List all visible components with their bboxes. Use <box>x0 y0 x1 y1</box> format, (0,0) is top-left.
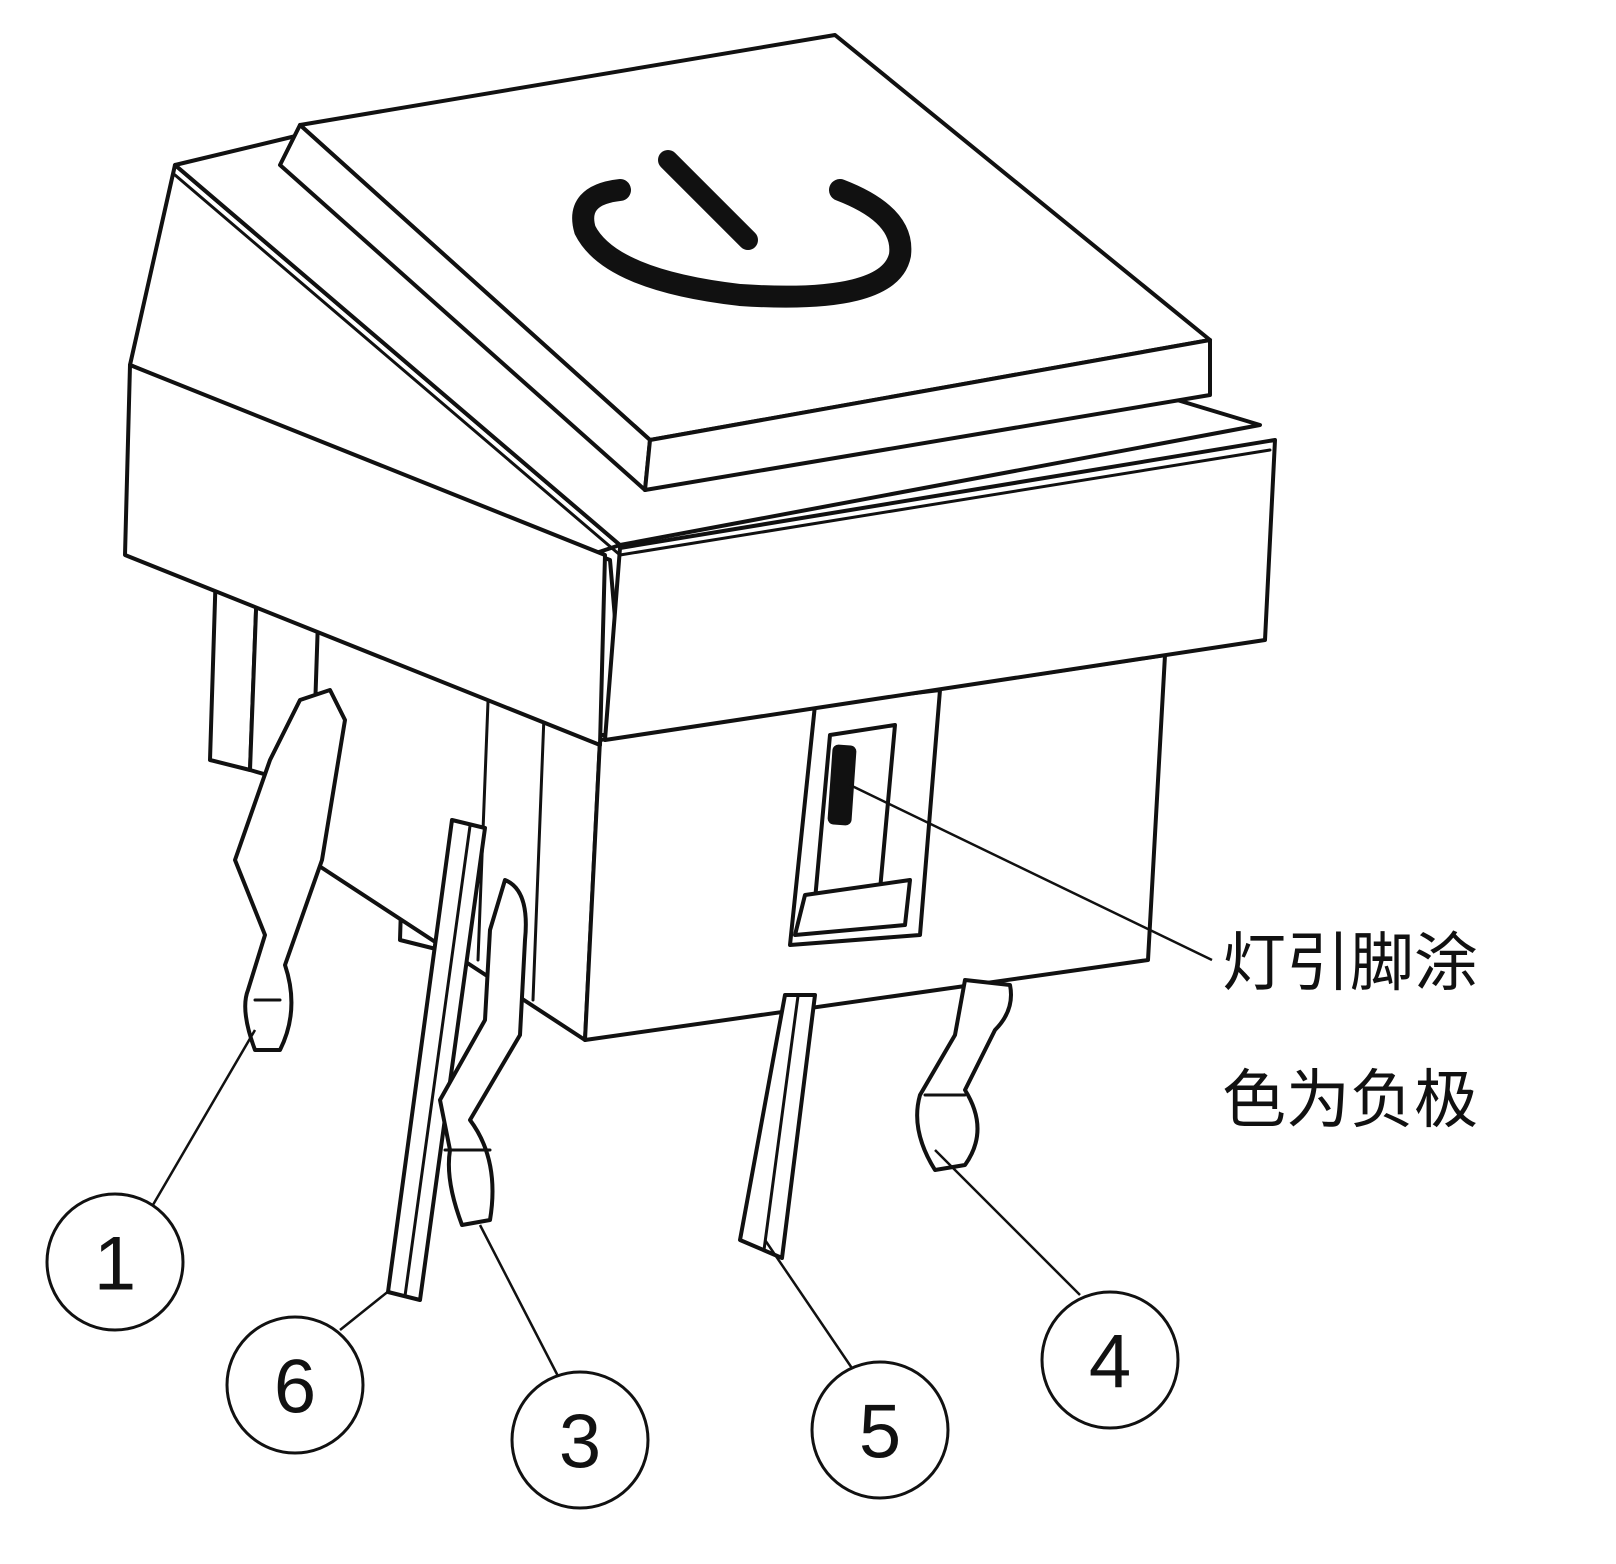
callout-3-label: 3 <box>559 1400 601 1485</box>
callout-1-label: 1 <box>94 1222 136 1307</box>
callout-1: 1 <box>45 1192 185 1332</box>
led-pin-coating <box>827 744 857 826</box>
pin-5 <box>738 993 817 1260</box>
pin-1 <box>233 688 347 1052</box>
callout-6: 6 <box>225 1315 365 1455</box>
callout-4: 4 <box>1040 1290 1180 1430</box>
callout-4-label: 4 <box>1089 1320 1131 1405</box>
power-icon <box>572 150 912 308</box>
pin-4 <box>915 978 1013 1172</box>
callout-5-label: 5 <box>859 1390 901 1475</box>
callout-3: 3 <box>510 1370 650 1510</box>
callout-5: 5 <box>810 1360 950 1500</box>
note-line-1: 灯引脚涂 <box>1222 927 1478 1001</box>
pin-3 <box>438 878 528 1227</box>
note-line-2: 色为负极 <box>1222 1064 1478 1138</box>
callout-6-label: 6 <box>274 1345 316 1430</box>
leader-lines <box>148 783 1213 1381</box>
pin-6 <box>386 818 487 1302</box>
led-negative-note: 灯引脚涂 色为负极 <box>1222 927 1478 1138</box>
